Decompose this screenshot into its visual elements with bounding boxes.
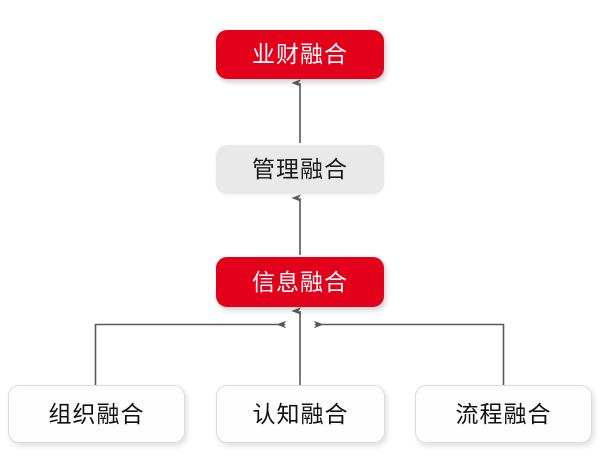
node-renzhi-ronghe[interactable]: 认知融合 [216,385,385,443]
edge-org-to-info [94,320,287,385]
node-label: 管理融合 [252,156,348,182]
node-label: 认知融合 [252,400,349,427]
node-yecai-ronghe[interactable]: 业财融合 [216,30,384,79]
node-guanli-ronghe[interactable]: 管理融合 [216,145,384,194]
edge-proc-to-info [313,320,505,385]
node-zuzhi-ronghe[interactable]: 组织融合 [8,385,185,443]
node-label: 组织融合 [48,400,145,427]
node-label: 流程融合 [455,400,552,427]
node-label: 信息融合 [252,268,348,295]
node-label: 业财融合 [252,41,348,67]
node-xinxi-ronghe[interactable]: 信息融合 [216,257,384,307]
node-liucheng-ronghe[interactable]: 流程融合 [415,385,592,443]
